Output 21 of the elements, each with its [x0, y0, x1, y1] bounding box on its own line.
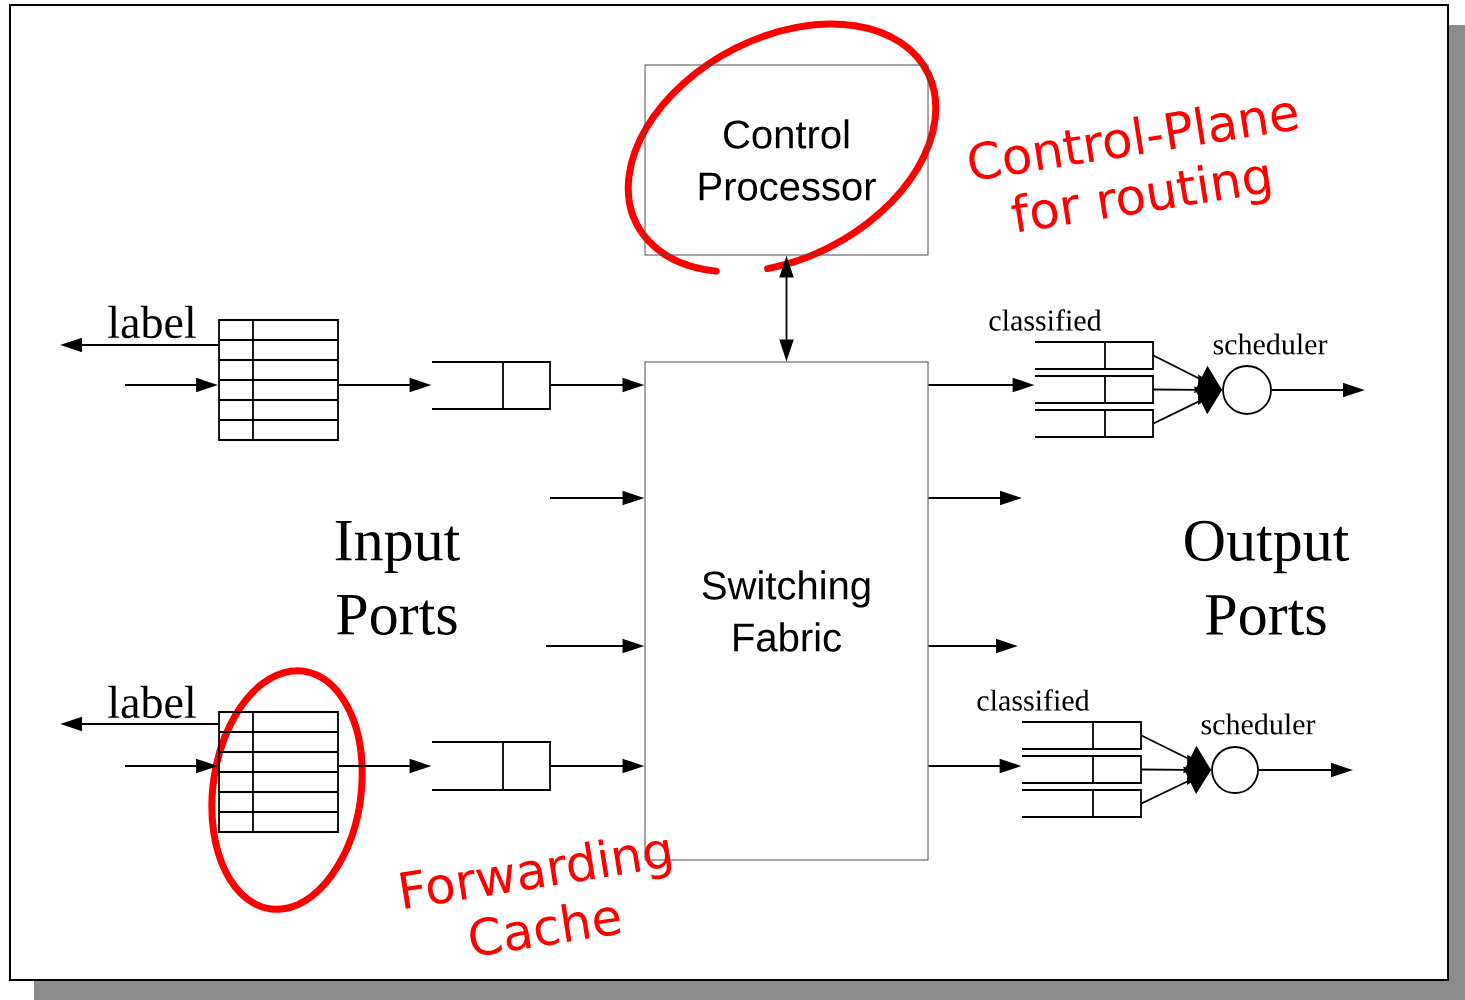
- annotation-text: Forwarding Cache: [400, 839, 672, 956]
- queue: [1021, 755, 1142, 784]
- edge-label: label: [105, 303, 199, 341]
- forwarding-table: [218, 319, 339, 441]
- queue: [1021, 721, 1142, 750]
- edge-label: label: [105, 683, 199, 721]
- annotation-text: Control-Plane for routing: [969, 103, 1298, 233]
- queue-label: classified: [989, 309, 1102, 331]
- queue: [1034, 375, 1154, 404]
- queue: [431, 741, 551, 791]
- queue: [1021, 789, 1142, 818]
- scheduler-label: scheduler: [1213, 333, 1328, 355]
- queue: [431, 361, 551, 410]
- forwarding-table: [218, 711, 339, 833]
- queue: [1034, 409, 1154, 438]
- queue-label: classified: [977, 689, 1090, 711]
- port-label: Output Ports: [1185, 520, 1349, 636]
- port-label: Input Ports: [335, 521, 460, 635]
- queue: [1034, 341, 1154, 370]
- scheduler-label: scheduler: [1201, 713, 1316, 735]
- processor-box: Control Processor: [644, 64, 929, 256]
